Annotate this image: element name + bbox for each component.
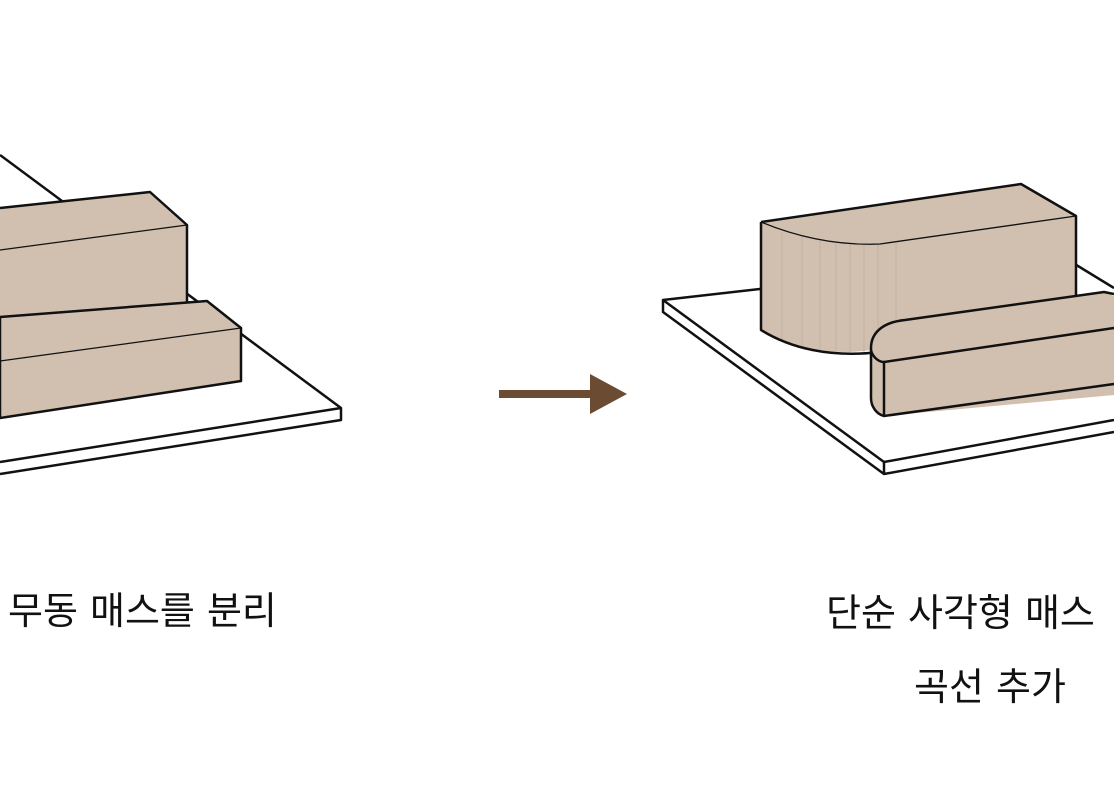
right-front-curved-mass <box>869 290 1114 418</box>
left-front-mass <box>0 299 243 420</box>
left-caption: 무동 매스를 분리 <box>8 589 277 633</box>
left-massing-model <box>0 153 343 476</box>
right-caption-line2: 곡선 추가 <box>914 665 1066 709</box>
right-caption-line1: 단순 사각형 매스 <box>826 591 1095 635</box>
right-massing-model <box>661 182 1114 476</box>
right-arrow-icon <box>499 374 627 414</box>
left-back-mass <box>0 190 189 330</box>
